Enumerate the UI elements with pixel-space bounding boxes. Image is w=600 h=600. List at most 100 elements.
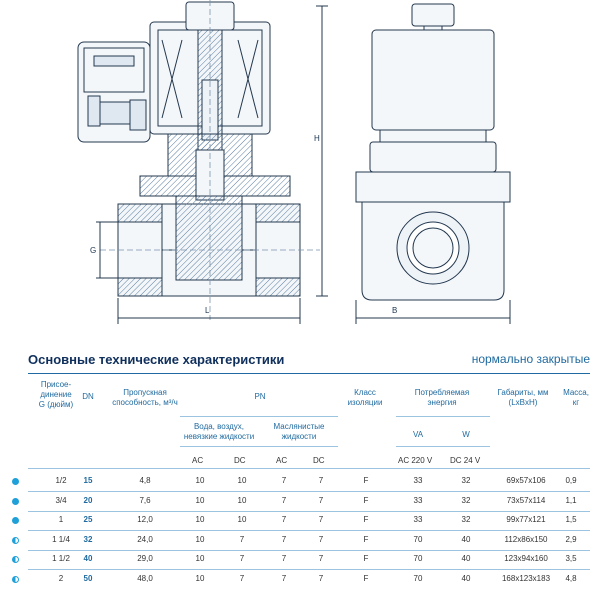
th-flow: Пропускная способность, м³/ч	[112, 388, 178, 407]
cell-w-dc: 10	[237, 476, 247, 485]
row-divider	[28, 569, 590, 570]
dim-l-label: L	[205, 306, 210, 315]
cell-size: 3/4	[55, 495, 67, 505]
cell-dims: 99x77x121	[506, 515, 546, 524]
cell-flow: 12,0	[137, 515, 153, 524]
ac-dc-divider	[180, 446, 338, 447]
cell-o-ac: 7	[281, 515, 287, 524]
cell-cls: F	[363, 515, 369, 524]
th-mass: Масса, кг	[563, 388, 589, 407]
cell-o-dc: 7	[318, 495, 324, 505]
cell-flow: 24,0	[137, 534, 153, 544]
cell-dn: 50	[83, 573, 93, 583]
volt-divider	[396, 446, 490, 447]
cell-w: 40	[461, 554, 471, 563]
cell-o-dc: 7	[318, 476, 324, 485]
cell-w-ac: 10	[195, 495, 205, 505]
th-class: Класс изоляции	[347, 388, 383, 407]
pn-divider	[180, 416, 338, 417]
cell-o-dc: 7	[318, 534, 324, 544]
cell-size: 2	[58, 573, 64, 583]
row-status-icon	[12, 556, 19, 563]
cell-o-dc: 7	[318, 515, 324, 524]
power-divider	[396, 416, 490, 417]
cell-dn: 25	[83, 515, 93, 524]
cell-cls: F	[363, 534, 369, 544]
cell-dims: 73x57x114	[506, 495, 546, 505]
cell-va: 70	[413, 554, 423, 563]
cell-flow: 48,0	[137, 573, 153, 583]
cell-cls: F	[363, 495, 369, 505]
dim-g-label: G	[90, 246, 97, 255]
cell-w-dc: 7	[239, 573, 245, 583]
th-size: Присое- динение G (дюйм)	[38, 380, 74, 409]
row-status-icon	[12, 497, 19, 505]
cell-mass: 1,1	[565, 495, 577, 505]
valve-technical-drawing	[77, 0, 511, 324]
th-water: Вода, воздух, невязкие жидкости	[183, 422, 255, 441]
cell-mass: 2,9	[565, 534, 577, 544]
cell-flow: 4,8	[139, 476, 151, 485]
cell-dn: 15	[83, 476, 93, 485]
cell-flow: 7,6	[139, 495, 151, 505]
cell-dims: 168x123x183	[501, 573, 551, 583]
row-status-icon	[12, 536, 19, 544]
cell-dims: 69x57x106	[506, 476, 546, 485]
cell-o-ac: 7	[281, 476, 287, 485]
th-power: Потребляемая энергия	[414, 388, 470, 407]
cell-va: 33	[413, 495, 423, 505]
coil-side	[371, 29, 495, 131]
cell-w-dc: 7	[239, 534, 245, 544]
section-divider	[28, 373, 590, 374]
cell-mass: 4,8	[565, 573, 577, 583]
section-subtitle: нормально закрытые	[471, 352, 590, 366]
dim-b-label: B	[392, 306, 398, 315]
cell-w-ac: 10	[195, 573, 205, 583]
cell-va: 33	[413, 515, 423, 524]
cell-va: 70	[413, 534, 423, 544]
cell-w-dc: 10	[237, 515, 247, 524]
cell-w-dc: 7	[239, 554, 245, 563]
cell-size: 1 1/2	[52, 554, 70, 563]
row-status-icon	[12, 575, 19, 583]
th-va: VA	[412, 430, 424, 439]
section-title: Основные технические характеристики	[28, 352, 285, 367]
row-divider	[28, 530, 590, 531]
th-dims: Габариты, мм (LxBxH)	[497, 388, 549, 407]
cell-cls: F	[363, 554, 369, 563]
row-divider	[28, 549, 590, 551]
th-water-ac: AC	[192, 456, 204, 465]
header-bottom-rule	[28, 468, 590, 469]
cell-dn: 20	[83, 495, 93, 505]
nut-top	[411, 3, 455, 27]
th-oil-dc: DC	[313, 456, 325, 465]
cell-w-ac: 10	[195, 554, 205, 563]
cell-flow: 29,0	[137, 554, 153, 563]
dim-h-label: H	[314, 134, 320, 143]
cell-w-ac: 10	[195, 515, 205, 524]
cell-w: 32	[461, 515, 471, 524]
row-status-icon	[12, 478, 19, 485]
cell-o-ac: 7	[281, 534, 287, 544]
cell-cls: F	[363, 476, 369, 485]
cell-size: 1/2	[55, 476, 67, 485]
cell-w: 32	[461, 476, 471, 485]
row-divider	[28, 510, 590, 512]
cell-cls: F	[363, 573, 369, 583]
th-water-dc: DC	[234, 456, 246, 465]
cell-w: 40	[461, 573, 471, 583]
th-pn: PN	[254, 392, 266, 401]
cell-size: 1	[58, 515, 64, 524]
cell-o-dc: 7	[318, 573, 324, 583]
cell-size: 1 1/4	[52, 534, 70, 544]
cell-dims: 112x86x150	[504, 534, 548, 544]
cell-w: 40	[461, 534, 471, 544]
cell-va: 33	[413, 476, 423, 485]
th-dc24: DC 24 V	[450, 456, 481, 465]
cell-o-ac: 7	[281, 554, 287, 563]
cell-w-ac: 10	[195, 534, 205, 544]
th-oil-ac: AC	[276, 456, 288, 465]
th-w: W	[462, 430, 470, 439]
th-ac220: AC 220 V	[398, 456, 433, 465]
cell-dn: 40	[83, 554, 93, 563]
